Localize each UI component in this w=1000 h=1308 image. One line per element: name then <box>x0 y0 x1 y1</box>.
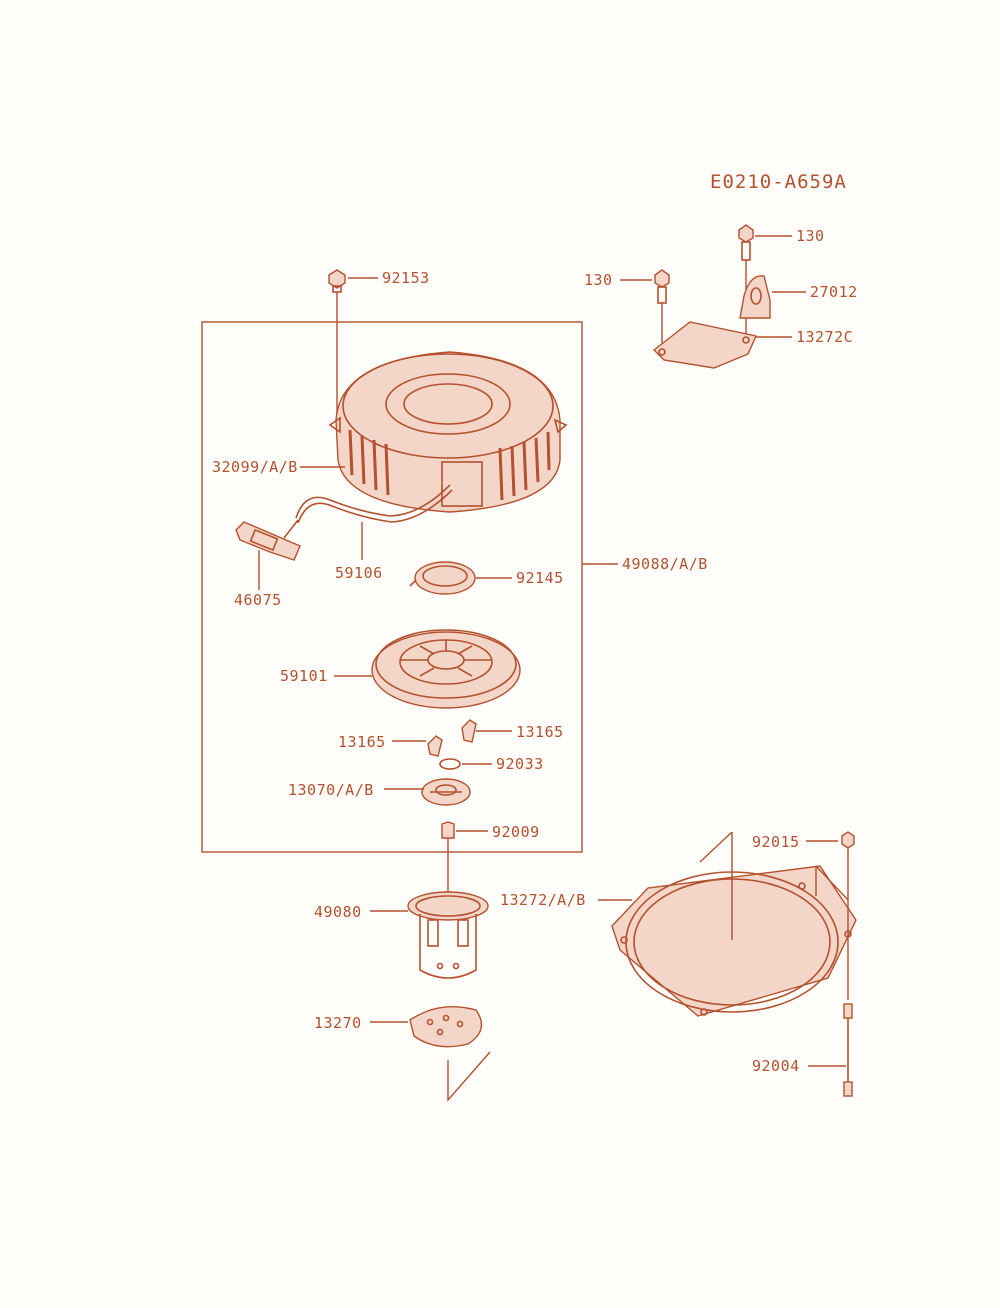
label-92009[interactable]: 92009 <box>492 823 540 841</box>
ring-92033 <box>439 758 461 770</box>
cover-13272c <box>652 321 757 369</box>
label-92004[interactable]: 92004 <box>752 1057 800 1075</box>
recoil-starter-case-32099 <box>328 351 568 513</box>
label-13070[interactable]: 13070/A/B <box>288 781 374 799</box>
label-92145[interactable]: 92145 <box>516 569 564 587</box>
plate-13270-mount-guide <box>447 1051 491 1102</box>
starter-handle-46075 <box>235 519 301 561</box>
label-92033[interactable]: 92033 <box>496 755 544 773</box>
assembly-group-box <box>201 321 583 853</box>
ratchet-plate-13070 <box>421 778 471 806</box>
nut-92015 <box>815 831 855 1000</box>
starter-rope-59106 <box>295 484 453 524</box>
diagram-code: E0210-A659A <box>710 171 847 193</box>
ratchet-pawl-13165-left <box>427 735 443 757</box>
label-49088[interactable]: 49088/A/B <box>622 555 708 573</box>
label-13272ab[interactable]: 13272/A/B <box>500 891 586 909</box>
stud-92004 <box>843 1003 853 1097</box>
label-32099[interactable]: 32099/A/B <box>212 458 298 476</box>
label-13272c[interactable]: 13272C <box>796 328 853 346</box>
ratchet-pawl-13165-right <box>461 719 477 743</box>
bolt-130-left <box>654 269 670 348</box>
bolt-130-right <box>738 224 754 290</box>
screw-92009 <box>441 821 455 900</box>
label-46075[interactable]: 46075 <box>234 591 282 609</box>
bolt-92153 <box>328 269 346 420</box>
label-59106[interactable]: 59106 <box>335 564 383 582</box>
label-130-left[interactable]: 130 <box>584 271 613 289</box>
gasket-13272ab <box>611 831 857 1017</box>
label-49080[interactable]: 49080 <box>314 903 362 921</box>
label-13165-right[interactable]: 13165 <box>516 723 564 741</box>
starter-cup-49080 <box>407 891 489 979</box>
plate-13270 <box>409 1005 483 1048</box>
bracket-27012 <box>739 275 771 338</box>
label-59101[interactable]: 59101 <box>280 667 328 685</box>
starter-reel-59101 <box>371 629 521 709</box>
label-27012[interactable]: 27012 <box>810 283 858 301</box>
label-130-right[interactable]: 130 <box>796 227 825 245</box>
label-92153[interactable]: 92153 <box>382 269 430 287</box>
label-13165-left[interactable]: 13165 <box>338 733 386 751</box>
label-92015[interactable]: 92015 <box>752 833 800 851</box>
spiral-spring-92145 <box>409 561 476 595</box>
label-13270[interactable]: 13270 <box>314 1014 362 1032</box>
